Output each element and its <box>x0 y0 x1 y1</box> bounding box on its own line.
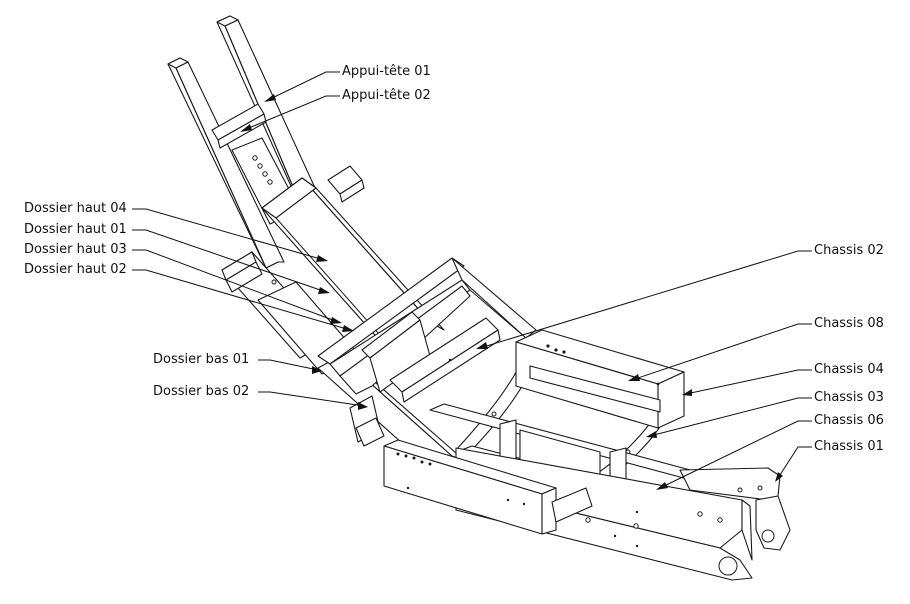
label-chassis-08: Chassis 08 <box>814 316 884 331</box>
label-dossier-haut-04: Dossier haut 04 <box>24 201 127 216</box>
rear-bracket-arm <box>679 467 791 551</box>
label-appui-tete-02: Appui-tête 02 <box>342 88 431 103</box>
seat-back-frame <box>317 257 537 403</box>
label-appui-tete-01: Appui-tête 01 <box>342 64 431 79</box>
front-lower-plate <box>383 439 593 535</box>
headrest-post-left <box>167 57 285 269</box>
label-dossier-haut-02: Dossier haut 02 <box>24 262 127 277</box>
label-chassis-02: Chassis 02 <box>814 243 884 258</box>
label-chassis-01: Chassis 01 <box>814 439 884 454</box>
label-chassis-03: Chassis 03 <box>814 390 884 405</box>
label-chassis-06: Chassis 06 <box>814 413 884 428</box>
label-dossier-bas-01: Dossier bas 01 <box>153 352 250 367</box>
label-dossier-haut-03: Dossier haut 03 <box>24 242 127 257</box>
label-chassis-04: Chassis 04 <box>814 362 884 377</box>
label-dossier-haut-01: Dossier haut 01 <box>24 222 127 237</box>
leader-lines <box>132 71 812 490</box>
label-dossier-bas-02: Dossier bas 02 <box>153 384 250 399</box>
rear-upper-plate <box>515 329 685 429</box>
